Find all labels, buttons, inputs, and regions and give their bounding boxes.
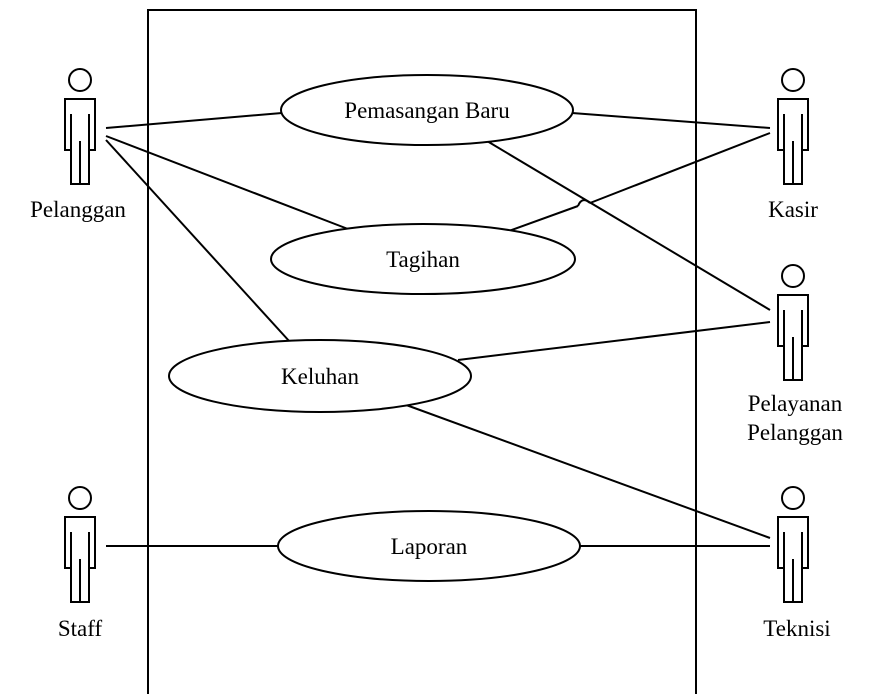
actor-kasir: Kasir xyxy=(768,68,818,222)
assoc-pelayanan-pemasangan-baru xyxy=(481,137,771,311)
assoc-pelanggan-pemasangan-baru xyxy=(105,112,283,129)
person-icon xyxy=(777,264,809,381)
assoc-kasir-tagihan-part1 xyxy=(505,205,579,233)
actor-pelanggan-label: Pelanggan xyxy=(30,197,126,222)
person-icon xyxy=(64,486,96,603)
assoc-pelanggan-keluhan xyxy=(105,139,291,343)
associations xyxy=(105,112,771,547)
actor-staff-label: Staff xyxy=(58,616,103,641)
person-icon xyxy=(777,68,809,185)
use-case-keluhan-label: Keluhan xyxy=(281,364,359,389)
use-case-tagihan: Tagihan xyxy=(270,223,576,295)
assoc-kasir-pemasangan-baru xyxy=(571,112,771,129)
actor-pelayanan-label-line2: Pelanggan xyxy=(747,420,843,445)
use-case-pemasangan-baru-label: Pemasangan Baru xyxy=(344,98,510,123)
actor-kasir-label: Kasir xyxy=(768,197,818,222)
actor-staff: Staff xyxy=(58,486,103,641)
actor-pelayanan-pelanggan: Pelayanan Pelanggan xyxy=(747,264,843,445)
actor-pelanggan: Pelanggan xyxy=(30,68,126,222)
use-case-laporan-label: Laporan xyxy=(391,534,468,559)
assoc-pelayanan-keluhan xyxy=(457,321,771,361)
use-case-keluhan: Keluhan xyxy=(168,339,472,413)
actor-teknisi-label: Teknisi xyxy=(763,616,830,641)
use-case-tagihan-label: Tagihan xyxy=(386,247,460,272)
actor-teknisi: Teknisi xyxy=(763,486,831,641)
use-case-laporan: Laporan xyxy=(277,510,581,582)
person-icon xyxy=(64,68,96,185)
use-case-pemasangan-baru: Pemasangan Baru xyxy=(280,74,574,146)
assoc-teknisi-keluhan xyxy=(397,401,771,539)
assoc-pelanggan-tagihan xyxy=(105,135,349,230)
assoc-kasir-tagihan-part2 xyxy=(589,132,771,204)
actor-pelayanan-label-line1: Pelayanan xyxy=(748,391,843,416)
person-icon xyxy=(777,486,809,603)
